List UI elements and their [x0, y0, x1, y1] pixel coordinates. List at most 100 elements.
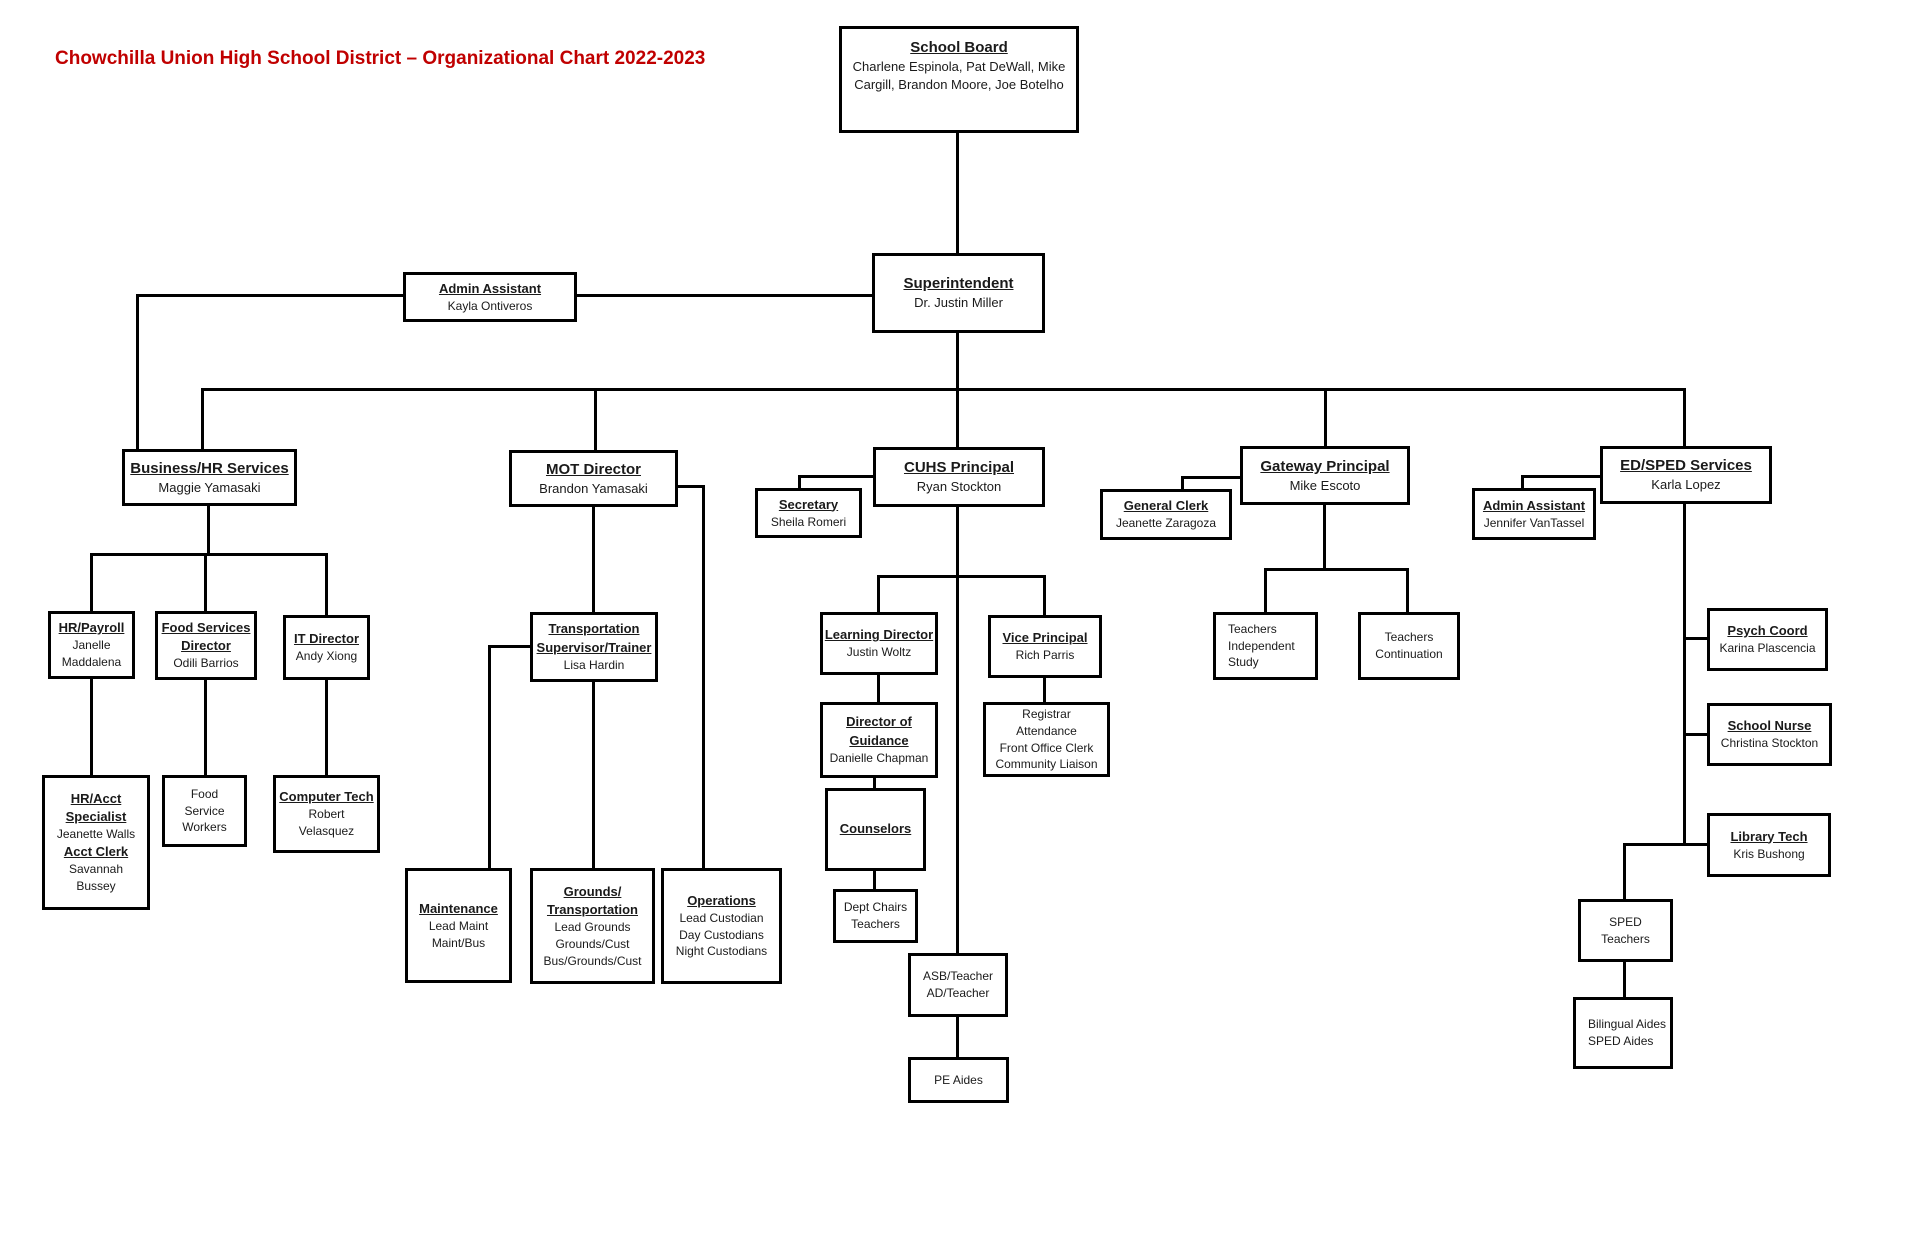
transportation-supervisor-text-0: Transportation [548, 621, 640, 637]
ed-sped-services-text-1: Karla Lopez [1651, 477, 1721, 493]
hr-acct-specialist-text-3: Acct Clerk [63, 844, 129, 860]
bilingual-aides-text-1: SPED Aides [1588, 1034, 1654, 1048]
school-nurse-text-0: School Nurse [1727, 718, 1812, 733]
maintenance-text-1: Lead Maint [428, 918, 489, 933]
hr-acct-specialist-text-1: Specialist [65, 809, 127, 825]
connector-line [90, 679, 93, 775]
learning-director-text-1: Justin Woltz [846, 645, 912, 660]
secretary-text-1: Sheila Romeri [770, 514, 847, 529]
connector-line [1043, 678, 1046, 702]
director-of-guidance-text-1: Guidance [849, 732, 909, 748]
hr-acct-specialist-text-5: Bussey [76, 879, 116, 894]
gateway-principal-text-0: Gateway Principal [1260, 457, 1390, 475]
director-of-guidance-text-2: Danielle Chapman [829, 750, 929, 765]
connector-line [90, 553, 328, 556]
hr-acct-specialist-text-4: Savannah [68, 862, 124, 877]
sped-teachers-text-1: Teachers [1601, 931, 1650, 946]
registrar-group-text-3: Community Liaison [995, 757, 1098, 772]
school-board-text-2: Cargill, Brandon Moore, Joe Botelho [854, 77, 1064, 93]
connector-line [877, 575, 880, 612]
computer-tech-text-2: Velasquez [298, 824, 355, 839]
admin-assistant-text-1: Kayla Ontiveros [447, 298, 533, 313]
admin-assistant-2-text-0: Admin Assistant [1482, 497, 1586, 513]
general-clerk-text-1: Jeanette Zaragoza [1115, 516, 1217, 531]
connector-line [488, 645, 491, 868]
hr-acct-specialist-text-2: Jeanette Walls [56, 827, 136, 842]
connector-line [594, 388, 597, 450]
asb-teacher-text-1: AD/Teacher [926, 986, 990, 1000]
learning-director-text-0: Learning Director [824, 627, 934, 642]
library-tech-text-1: Kris Bushong [1733, 846, 1805, 861]
connector-line [201, 388, 204, 449]
school-board-text-1: Charlene Espinola, Pat DeWall, Mike [852, 59, 1066, 74]
connector-line [1623, 962, 1626, 997]
registrar-group-text-1: Attendance [1016, 723, 1077, 738]
school-board-text-0: School Board [910, 39, 1008, 56]
business-hr-services-text-0: Business/HR Services [130, 459, 289, 477]
grounds-transportation-text-1: Transportation [546, 901, 638, 917]
connector-line [204, 553, 207, 611]
admin-assistant-text-0: Admin Assistant [438, 280, 542, 296]
counselors-box: Counselors [825, 788, 926, 871]
dept-chairs-text-1: Teachers [851, 917, 900, 931]
connector-line [1264, 568, 1409, 571]
ed-sped-services-text-0: ED/SPED Services [1620, 457, 1752, 475]
food-services-director-text-0: Food Services [161, 619, 251, 635]
connector-line [90, 553, 93, 611]
bilingual-aides-text-0: Bilingual Aides [1588, 1017, 1667, 1032]
business-hr-services-text-1: Maggie Yamasaki [158, 479, 261, 495]
connector-line [1623, 843, 1626, 899]
teachers-independent-study-text-0: Teachers [1228, 621, 1277, 636]
connector-line [204, 680, 207, 775]
vice-principal-text-1: Rich Parris [1015, 648, 1075, 663]
cuhs-principal-text-0: CUHS Principal [903, 459, 1015, 477]
connector-line [490, 645, 530, 648]
connector-line [1043, 575, 1046, 615]
mot-director-text-1: Brandon Yamasaki [539, 480, 648, 496]
maintenance-text-0: Maintenance [419, 900, 498, 916]
it-director-text-1: Andy Xiong [295, 649, 358, 664]
connector-line [1521, 475, 1524, 488]
food-services-director-text-1: Director [181, 638, 231, 654]
connector-line [577, 294, 872, 297]
hr-acct-specialist-text-0: HR/Acct [70, 791, 122, 807]
grounds-transportation-text-3: Grounds/Cust [555, 936, 630, 951]
teachers-independent-study-text-2: Study [1228, 655, 1259, 670]
connector-line [325, 680, 328, 775]
connector-line [1683, 388, 1686, 446]
admin-assistant-2-text-1: Jennifer VanTassel [1483, 515, 1585, 530]
teachers-continuation-text-0: Teachers [1384, 630, 1434, 645]
library-tech-text-0: Library Tech [1730, 828, 1808, 844]
general-clerk-text-0: General Clerk [1123, 498, 1209, 513]
director-of-guidance-text-0: Director of [846, 714, 912, 730]
gateway-principal-text-1: Mike Escoto [1289, 477, 1361, 493]
cuhs-principal-text-1: Ryan Stockton [916, 479, 1002, 495]
connector-line [1623, 843, 1707, 846]
transportation-supervisor-text-2: Lisa Hardin [563, 657, 625, 672]
computer-tech-text-0: Computer Tech [279, 789, 374, 805]
connector-line [325, 553, 328, 615]
connector-line [873, 871, 876, 889]
psych-coord-text-0: Psych Coord [1727, 623, 1808, 638]
connector-line [1683, 637, 1707, 640]
connector-line [207, 506, 210, 555]
hr-payroll-text-2: Maddalena [61, 655, 122, 670]
connector-line [678, 485, 705, 488]
connector-line [136, 294, 403, 297]
